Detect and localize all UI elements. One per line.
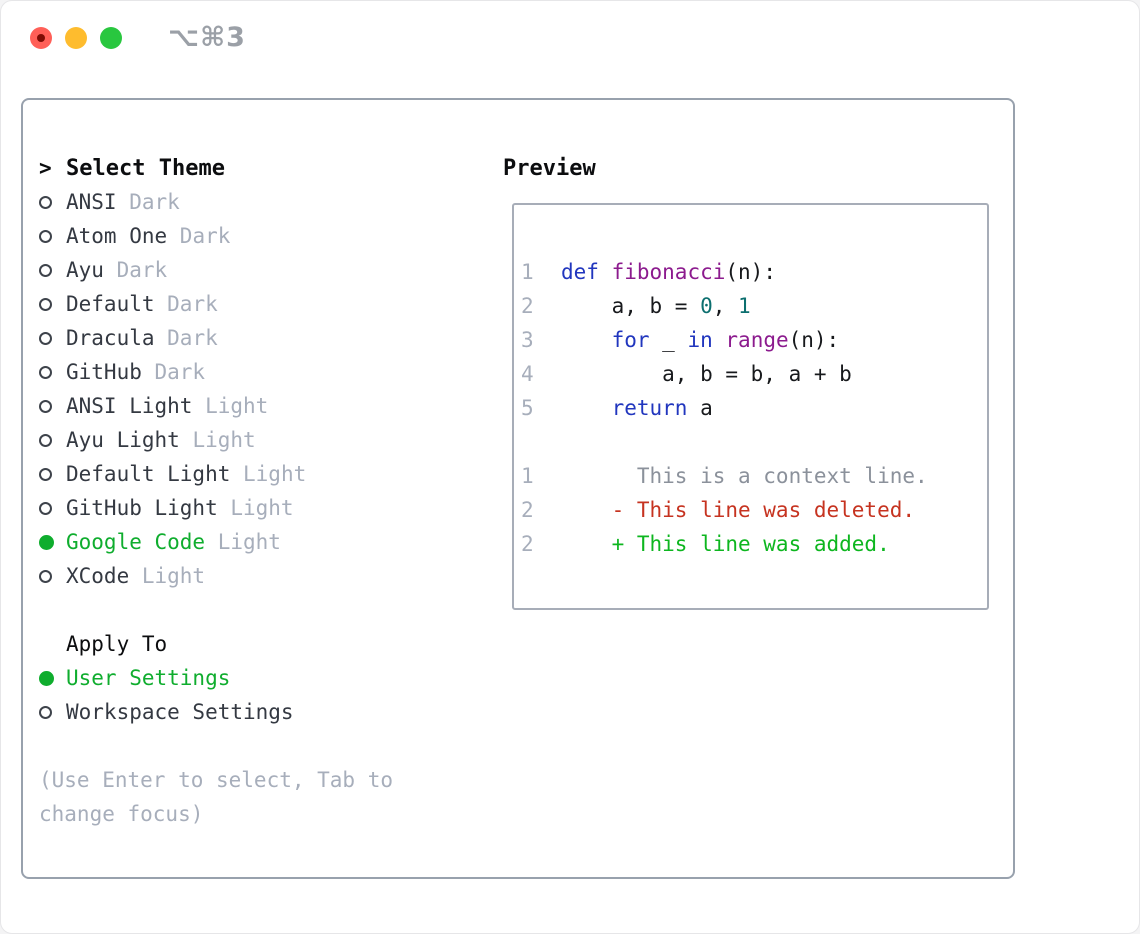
theme-variant: Light xyxy=(192,428,256,452)
radio-icon xyxy=(39,297,52,311)
theme-variant: Dark xyxy=(167,326,218,350)
hint-text: (Use Enter to select, Tab to change focu… xyxy=(39,768,394,826)
theme-variant: Dark xyxy=(116,258,168,282)
theme-list: > Select Theme ANSI Dark Atom One Dark A… xyxy=(39,151,459,831)
theme-variant: Light xyxy=(230,496,294,520)
spacer xyxy=(39,729,459,763)
theme-name: Atom One xyxy=(66,224,168,248)
theme-variant: Dark xyxy=(167,292,218,316)
theme-name: GitHub Light xyxy=(66,496,218,520)
theme-item-ansi-dark[interactable]: ANSI Dark xyxy=(39,185,459,219)
line-number: 2 xyxy=(521,294,534,318)
theme-item-github-light[interactable]: GitHub Light Light xyxy=(39,491,459,525)
code-line-blank xyxy=(521,425,987,459)
spacer xyxy=(39,593,459,627)
theme-item-default-light[interactable]: Default Light Light xyxy=(39,457,459,491)
window-title: ⌥⌘3 xyxy=(168,22,246,53)
line-number: 1 xyxy=(521,464,534,488)
line-number: 3 xyxy=(521,328,534,352)
theme-item-google-code[interactable]: Google Code Light xyxy=(39,525,459,559)
radio-icon xyxy=(39,501,52,515)
theme-variant: Dark xyxy=(179,224,231,248)
theme-item-github-dark[interactable]: GitHub Dark xyxy=(39,355,459,389)
theme-variant: Light xyxy=(217,530,281,554)
radio-icon xyxy=(39,399,52,413)
radio-icon xyxy=(39,263,52,277)
radio-selected-icon xyxy=(39,534,54,550)
code-line: 4 a, b = b, a + b xyxy=(521,357,987,391)
apply-to-title: Apply To xyxy=(66,632,168,656)
radio-icon xyxy=(39,467,52,481)
theme-variant: Dark xyxy=(154,360,206,384)
theme-selector-panel: > Select Theme ANSI Dark Atom One Dark A… xyxy=(21,98,1015,879)
theme-name: XCode xyxy=(66,564,130,588)
radio-icon xyxy=(39,365,52,379)
theme-name: Ayu xyxy=(66,258,104,282)
code-content: - This line was deleted. xyxy=(561,498,916,522)
radio-selected-icon xyxy=(39,670,54,686)
traffic-light-zoom[interactable] xyxy=(100,27,122,49)
theme-variant: Dark xyxy=(129,190,180,214)
line-number: 5 xyxy=(521,396,534,420)
theme-item-default-dark[interactable]: Default Dark xyxy=(39,287,459,321)
line-number: 4 xyxy=(521,362,534,386)
radio-icon xyxy=(39,705,52,719)
code-content: return a xyxy=(611,396,713,420)
apply-to-header: Apply To xyxy=(39,627,459,661)
line-number: 1 xyxy=(521,260,534,284)
theme-name: Default Light xyxy=(66,462,231,486)
prompt-icon: > xyxy=(39,156,52,180)
theme-item-atom-one-dark[interactable]: Atom One Dark xyxy=(39,219,459,253)
preview-header: Preview xyxy=(503,151,596,185)
code-line: 3 for _ in range(n): xyxy=(521,323,987,357)
theme-item-ansi-light[interactable]: ANSI Light Light xyxy=(39,389,459,423)
theme-name: Default xyxy=(66,292,155,316)
code-content: for _ in range(n): xyxy=(611,328,840,352)
theme-name: Ayu Light xyxy=(66,428,180,452)
apply-option-workspace-settings[interactable]: Workspace Settings xyxy=(39,695,459,729)
theme-item-dracula-dark[interactable]: Dracula Dark xyxy=(39,321,459,355)
theme-name: Dracula xyxy=(66,326,155,350)
traffic-light-minimize[interactable] xyxy=(65,27,87,49)
theme-item-xcode[interactable]: XCode Light xyxy=(39,559,459,593)
theme-variant: Light xyxy=(243,462,307,486)
select-theme-title: Select Theme xyxy=(66,155,225,181)
theme-name: ANSI xyxy=(66,190,117,214)
code-content: + This line was added. xyxy=(561,532,890,556)
diff-context-line: 1 This is a context line. xyxy=(521,459,987,493)
titlebar: ⌥⌘3 xyxy=(1,1,1139,73)
theme-item-ayu-light[interactable]: Ayu Light Light xyxy=(39,423,459,457)
radio-icon xyxy=(39,331,52,345)
theme-variant: Light xyxy=(141,564,206,588)
radio-icon xyxy=(39,195,52,209)
preview-box: 1 def fibonacci(n): 2 a, b = 0, 1 3 for … xyxy=(512,203,989,610)
radio-icon xyxy=(39,433,52,447)
theme-name: GitHub xyxy=(66,360,142,384)
code-content: This is a context line. xyxy=(561,464,928,488)
radio-icon xyxy=(39,569,52,583)
code-content: a, b = 0, 1 xyxy=(561,294,751,318)
theme-item-ayu-dark[interactable]: Ayu Dark xyxy=(39,253,459,287)
diff-deleted-line: 2 - This line was deleted. xyxy=(521,493,987,527)
focus-dot-icon xyxy=(37,34,45,42)
apply-option-label: User Settings xyxy=(66,666,231,690)
traffic-lights xyxy=(30,27,122,49)
code-line: 5 return a xyxy=(521,391,987,425)
traffic-light-close[interactable] xyxy=(30,27,52,49)
theme-name: Google Code xyxy=(66,530,206,554)
theme-variant: Light xyxy=(205,394,269,418)
line-number: 2 xyxy=(521,532,534,556)
apply-option-user-settings[interactable]: User Settings xyxy=(39,661,459,695)
code-line: 1 def fibonacci(n): xyxy=(521,255,987,289)
apply-option-label: Workspace Settings xyxy=(66,700,294,724)
code-line: 2 a, b = 0, 1 xyxy=(521,289,987,323)
line-number: 2 xyxy=(521,498,534,522)
select-theme-header: > Select Theme xyxy=(39,151,459,185)
diff-added-line: 2 + This line was added. xyxy=(521,527,987,561)
theme-name: ANSI Light xyxy=(66,394,193,418)
code-content: a, b = b, a + b xyxy=(561,362,852,386)
code-content: def fibonacci(n): xyxy=(561,260,776,284)
radio-icon xyxy=(39,229,52,243)
preview-title: Preview xyxy=(503,155,596,181)
